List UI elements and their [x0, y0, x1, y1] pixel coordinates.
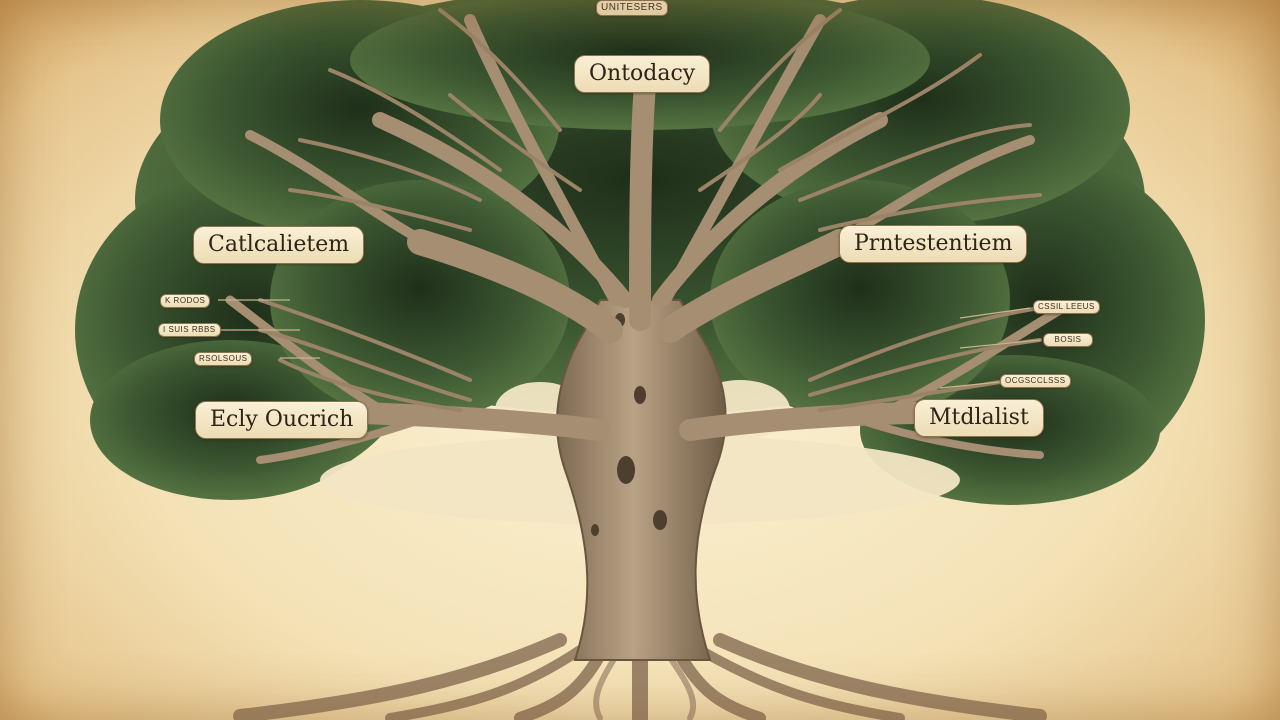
label-early-church: Ecly Oucrich — [195, 401, 369, 439]
label-small-2: I SUIS RBBS — [158, 323, 221, 337]
label-orthodoxy: Ontodacy — [574, 55, 711, 93]
label-small-5: BOSIS — [1043, 333, 1093, 347]
twig-branches — [258, 8, 1042, 412]
trunk-knots — [591, 313, 667, 536]
label-top: UNITESERS — [596, 0, 668, 16]
label-small-3: RSOLSOUS — [194, 352, 253, 366]
trunk — [556, 299, 727, 661]
label-small-6: OCGSCCLSSS — [1000, 374, 1071, 388]
leader-lines — [218, 299, 1041, 389]
label-small-4: CSSIL LEEUS — [1033, 300, 1100, 314]
label-mid-right: Mtdlalist — [914, 399, 1044, 437]
label-small-1: K RODOS — [160, 294, 211, 308]
label-protestantism: Prntestentiem — [839, 225, 1028, 263]
label-catholicism: Catlcalietem — [193, 226, 365, 264]
main-branches — [225, 14, 1065, 464]
